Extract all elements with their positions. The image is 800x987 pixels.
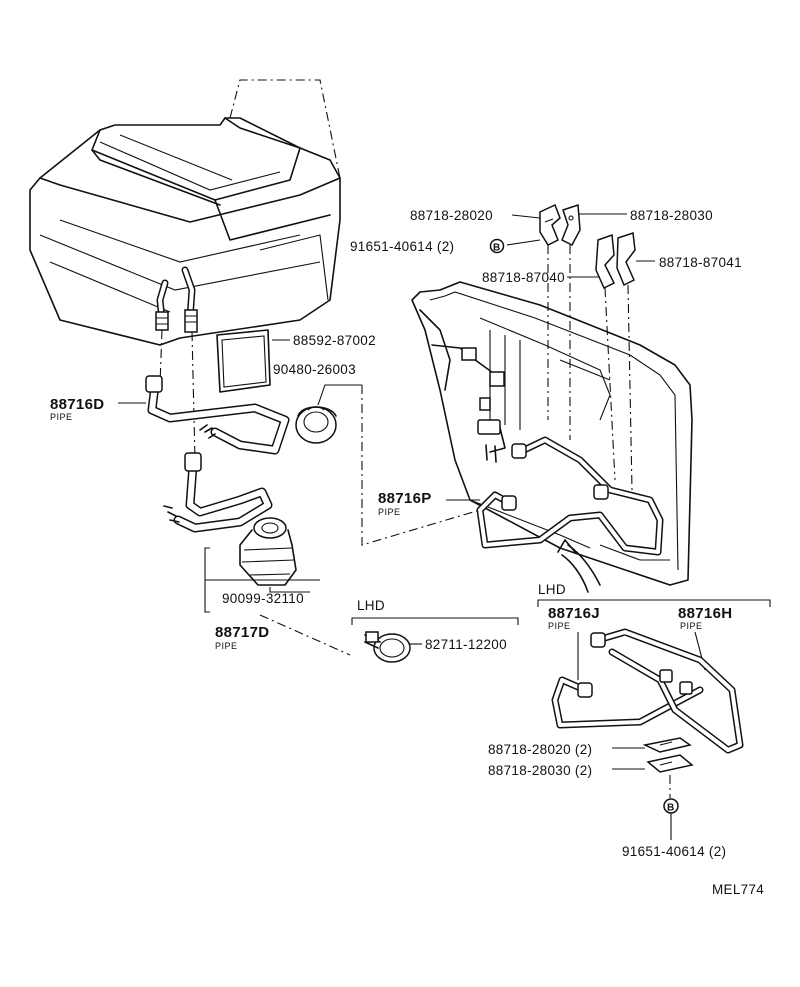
- pipe-88716h: [590, 628, 744, 754]
- bracket-88718-28020: [539, 203, 561, 246]
- bolt-mark-b-top-letter: B: [493, 243, 500, 254]
- label-lhd-right: LHD: [538, 582, 566, 597]
- pipe-88716j: [551, 676, 704, 729]
- label-lhd-left: LHD: [357, 598, 385, 613]
- label-88716j: 88716J: [548, 605, 600, 622]
- leader-line: [627, 284, 633, 491]
- leader-line: [191, 331, 196, 461]
- label-88718-28020: 88718-28020: [410, 208, 493, 223]
- floor-panel-illustration: [411, 281, 693, 586]
- label-88718-28030: 88718-28030: [630, 208, 713, 223]
- label-88718-28020-2: 88718-28020 (2): [488, 742, 592, 757]
- pipe-88716d: [145, 375, 290, 455]
- label-88716j-type: PIPE: [548, 621, 571, 631]
- label-88717d: 88717D: [215, 624, 269, 641]
- drawing-code: MEL774: [712, 882, 764, 897]
- bracket-88718-87041: [616, 231, 636, 287]
- bracket-88718-87040: [595, 233, 616, 290]
- label-88716p: 88716P: [378, 490, 432, 507]
- direction-arrow: [557, 539, 601, 593]
- bracket-88718-28030: [561, 203, 581, 246]
- label-90099-32110: 90099-32110: [222, 591, 304, 606]
- bracket-pair-lhd: [642, 737, 694, 773]
- bolt-mark-b-top: [489, 238, 505, 254]
- cooling-unit-illustration: [29, 117, 341, 346]
- leader-line: [604, 287, 616, 481]
- label-88716d: 88716D: [50, 396, 104, 413]
- grommet: [295, 406, 337, 444]
- label-88716h: 88716H: [678, 605, 732, 622]
- label-88718-87041: 88718-87041: [659, 255, 742, 270]
- label-91651-40614-2: 91651-40614 (2): [350, 239, 454, 254]
- label-88716h-type: PIPE: [680, 621, 703, 631]
- label-82711-12200: 82711-12200: [425, 637, 507, 652]
- bolt-mark-b-bottom-letter: B: [667, 803, 674, 814]
- insulator-pad: [216, 329, 271, 393]
- leader-line: [361, 385, 481, 546]
- leader-line: [259, 614, 351, 656]
- label-88718-87040: 88718-87040: [482, 270, 565, 285]
- label-88718-28030-2: 88718-28030 (2): [488, 763, 592, 778]
- label-88716p-type: PIPE: [378, 507, 401, 517]
- leader-line: [229, 79, 341, 179]
- hose-clamp: [364, 631, 411, 663]
- label-90480-26003: 90480-26003: [273, 362, 356, 377]
- protector-boot: [239, 517, 297, 586]
- label-91651-40614-2-bottom: 91651-40614 (2): [622, 844, 726, 859]
- pipe-88716p: [476, 436, 664, 556]
- pipe-88717d: [163, 452, 273, 533]
- label-88592-87002: 88592-87002: [293, 333, 376, 348]
- label-88717d-type: PIPE: [215, 641, 238, 651]
- label-88716d-type: PIPE: [50, 412, 73, 422]
